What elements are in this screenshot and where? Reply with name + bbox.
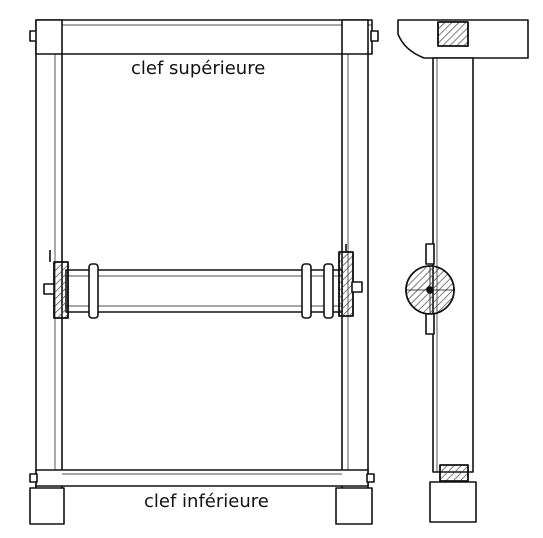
side-foot bbox=[429, 481, 477, 523]
right-post bbox=[341, 19, 369, 491]
side-view bbox=[397, 19, 529, 523]
front-view bbox=[29, 19, 379, 525]
right-foot bbox=[335, 487, 373, 525]
left-foot bbox=[29, 487, 65, 525]
left-ratchet-wheel bbox=[43, 250, 69, 319]
roller-ring-2 bbox=[301, 263, 312, 319]
side-post bbox=[432, 57, 474, 473]
top-crossbar bbox=[29, 19, 379, 55]
roller-ring-3 bbox=[323, 263, 334, 319]
side-wheel bbox=[405, 243, 455, 335]
side-top-block bbox=[397, 19, 529, 59]
bottom-crossbar-label: clef inférieure bbox=[144, 491, 269, 512]
right-ratchet-wheel bbox=[338, 244, 363, 317]
roller-beam bbox=[65, 263, 343, 319]
side-bottom-block bbox=[439, 464, 469, 482]
left-post bbox=[35, 19, 63, 491]
bottom-crossbar bbox=[29, 469, 375, 487]
roller-ring-1 bbox=[88, 263, 99, 319]
top-crossbar-label: clef supérieure bbox=[131, 58, 266, 79]
